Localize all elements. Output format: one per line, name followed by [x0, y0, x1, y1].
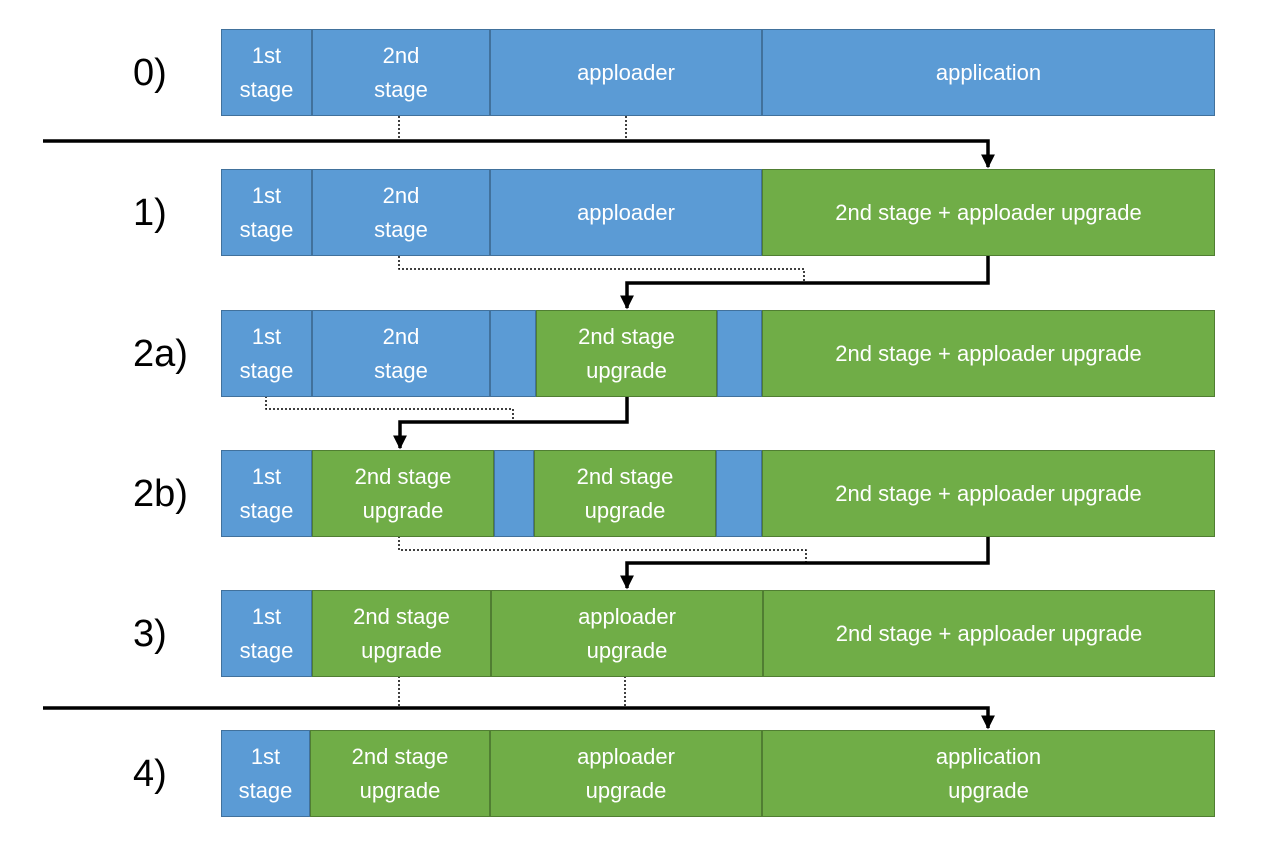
original-segment: apploader	[490, 169, 762, 256]
upgrade-segment: application upgrade	[762, 730, 1215, 817]
original-segment: 2nd stage	[312, 29, 490, 116]
row-label: 3)	[133, 613, 167, 655]
flow-arrow	[393, 396, 629, 450]
original-segment: 1st stage	[221, 169, 312, 256]
original-segment	[490, 310, 536, 397]
original-segment: 2nd stage	[312, 169, 490, 256]
upgrade-segment: 2nd stage upgrade	[312, 450, 494, 537]
row-label: 4)	[133, 753, 167, 795]
dotted-connector	[265, 396, 514, 422]
dotted-connector	[398, 536, 807, 563]
original-segment	[716, 450, 762, 537]
flow-arrow	[43, 706, 995, 730]
row-label: 2b)	[133, 473, 188, 515]
original-segment	[494, 450, 534, 537]
upgrade-segment: apploader upgrade	[491, 590, 763, 677]
row-label: 0)	[133, 52, 167, 94]
upgrade-segment: 2nd stage upgrade	[534, 450, 716, 537]
row-label: 1)	[133, 192, 167, 234]
row-label: 2a)	[133, 333, 188, 375]
upgrade-segment: 2nd stage + apploader upgrade	[762, 310, 1215, 397]
original-segment: 1st stage	[221, 310, 312, 397]
original-segment: 1st stage	[221, 450, 312, 537]
upgrade-segment: 2nd stage upgrade	[310, 730, 490, 817]
upgrade-segment: 2nd stage upgrade	[312, 590, 491, 677]
flow-arrow	[620, 536, 990, 590]
original-segment: 1st stage	[221, 730, 310, 817]
upgrade-segment: 2nd stage + apploader upgrade	[762, 450, 1215, 537]
original-segment: application	[762, 29, 1215, 116]
original-segment: apploader	[490, 29, 762, 116]
dotted-connector	[398, 256, 805, 283]
original-segment: 1st stage	[221, 29, 312, 116]
original-segment: 1st stage	[221, 590, 312, 677]
flow-arrow	[620, 256, 990, 310]
upgrade-segment: 2nd stage + apploader upgrade	[763, 590, 1215, 677]
original-segment: 2nd stage	[312, 310, 490, 397]
upgrade-segment: 2nd stage + apploader upgrade	[762, 169, 1215, 256]
original-segment	[717, 310, 762, 397]
upgrade-segment: 2nd stage upgrade	[536, 310, 717, 397]
flow-arrow	[43, 139, 995, 169]
upgrade-segment: apploader upgrade	[490, 730, 762, 817]
